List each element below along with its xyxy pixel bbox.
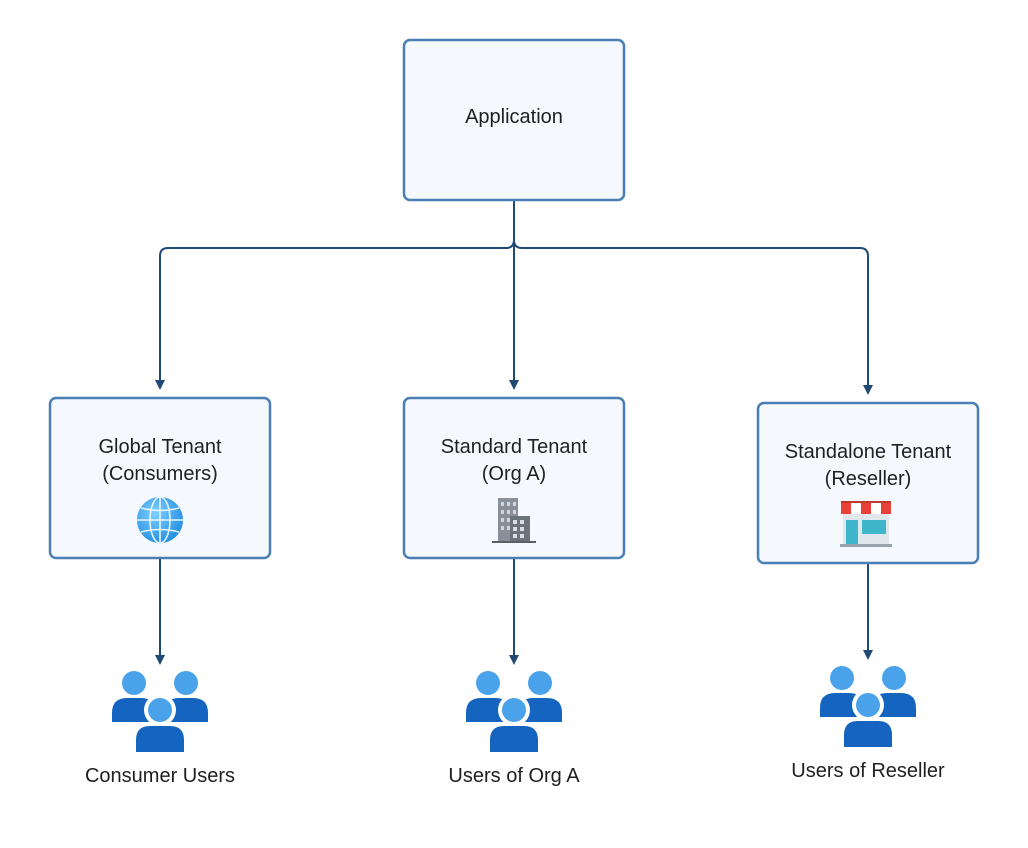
reseller-users-label: Users of Reseller: [791, 760, 945, 782]
reseller-users-icon: [820, 666, 916, 749]
application-label: Application: [465, 106, 563, 128]
standard-tenant-node: Standard Tenant (Org A): [402, 396, 626, 560]
standard-tenant-title: Standard Tenant: [441, 436, 588, 458]
connectors: [155, 200, 873, 665]
consumer-users-icon: [112, 671, 208, 754]
standalone-tenant-title: Standalone Tenant: [785, 441, 952, 463]
global-tenant-subtitle: (Consumers): [102, 463, 218, 485]
globe-icon: [137, 496, 183, 544]
org-a-users-label: Users of Org A: [448, 765, 580, 787]
standard-tenant-subtitle: (Org A): [482, 463, 546, 485]
standalone-tenant-node: Standalone Tenant (Reseller): [756, 401, 980, 565]
office-building-icon: [492, 498, 536, 543]
storefront-icon: [840, 501, 892, 547]
consumer-users-label: Consumer Users: [85, 765, 235, 787]
connector-app-to-standalone: [513, 200, 873, 395]
global-tenant-title: Global Tenant: [98, 436, 222, 458]
connector-app-to-global: [155, 200, 515, 390]
standalone-tenant-subtitle: (Reseller): [825, 468, 912, 490]
org-a-users-icon: [466, 671, 562, 754]
application-node: Application: [402, 38, 626, 202]
global-tenant-node: Global Tenant (Consumers): [48, 396, 272, 560]
